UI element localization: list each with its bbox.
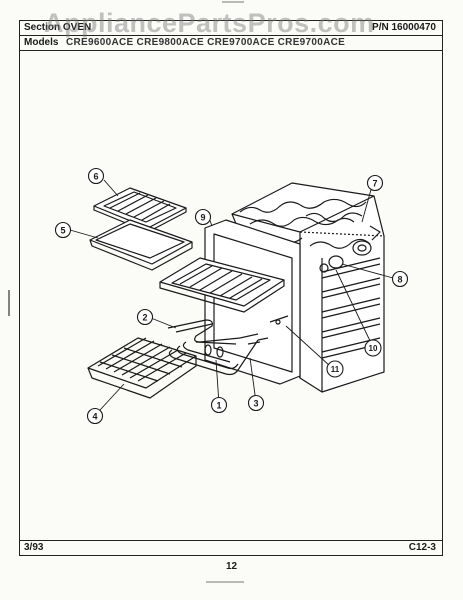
callout-5: 5 (54, 221, 72, 239)
callout-8: 8 (391, 270, 409, 288)
callout-10: 10 (364, 339, 382, 357)
page-number: 12 (225, 561, 238, 572)
svg-text:3: 3 (253, 399, 258, 409)
callout-11: 11 (326, 360, 344, 378)
part-number: P/N 16000470 (372, 22, 436, 33)
footer-row: 3/93 C12-3 (20, 540, 442, 555)
broil-element (167, 319, 259, 358)
oven-front-frame (204, 219, 301, 385)
callout-7: 7 (366, 174, 384, 192)
revision-date: 3/93 (24, 542, 44, 553)
models-list: CRE9600ACE CRE9800ACE CRE9700ACE CRE9700… (66, 37, 346, 48)
oven-rack (87, 337, 197, 399)
watermark: AppliancePartsPros.com (44, 8, 375, 38)
svg-text:11: 11 (331, 365, 340, 374)
broil-element-shield (159, 257, 285, 313)
callout-9: 9 (194, 208, 212, 226)
page-code: C12-3 (408, 542, 436, 553)
svg-text:6: 6 (93, 172, 98, 182)
callout-3: 3 (247, 394, 265, 412)
broiler-pan (89, 219, 193, 271)
svg-text:2: 2 (142, 313, 147, 323)
svg-text:5: 5 (60, 226, 65, 236)
svg-text:4: 4 (92, 412, 97, 422)
svg-text:1: 1 (216, 401, 221, 411)
models-label: Models (24, 37, 59, 48)
header-row: Section OVEN P/N 16000470 (20, 21, 442, 35)
svg-text:10: 10 (369, 344, 378, 353)
callout-2: 2 (136, 308, 154, 326)
callout-6: 6 (87, 167, 105, 185)
svg-text:9: 9 (200, 213, 205, 223)
oven-light-parts (269, 225, 381, 325)
callout-4: 4 (86, 407, 104, 425)
bake-element (168, 337, 269, 376)
parts-sheet: Section OVEN P/N 16000470 Models CRE9600… (19, 20, 443, 556)
callout-1: 1 (210, 396, 228, 414)
svg-text:8: 8 (397, 275, 402, 285)
section-label: Section OVEN (24, 22, 92, 33)
models-row: Models CRE9600ACE CRE9800ACE CRE9700ACE … (20, 35, 442, 51)
svg-text:7: 7 (372, 179, 377, 189)
callout-markers: 6 5 9 7 8 10 11 2 4 1 3 (54, 167, 409, 425)
